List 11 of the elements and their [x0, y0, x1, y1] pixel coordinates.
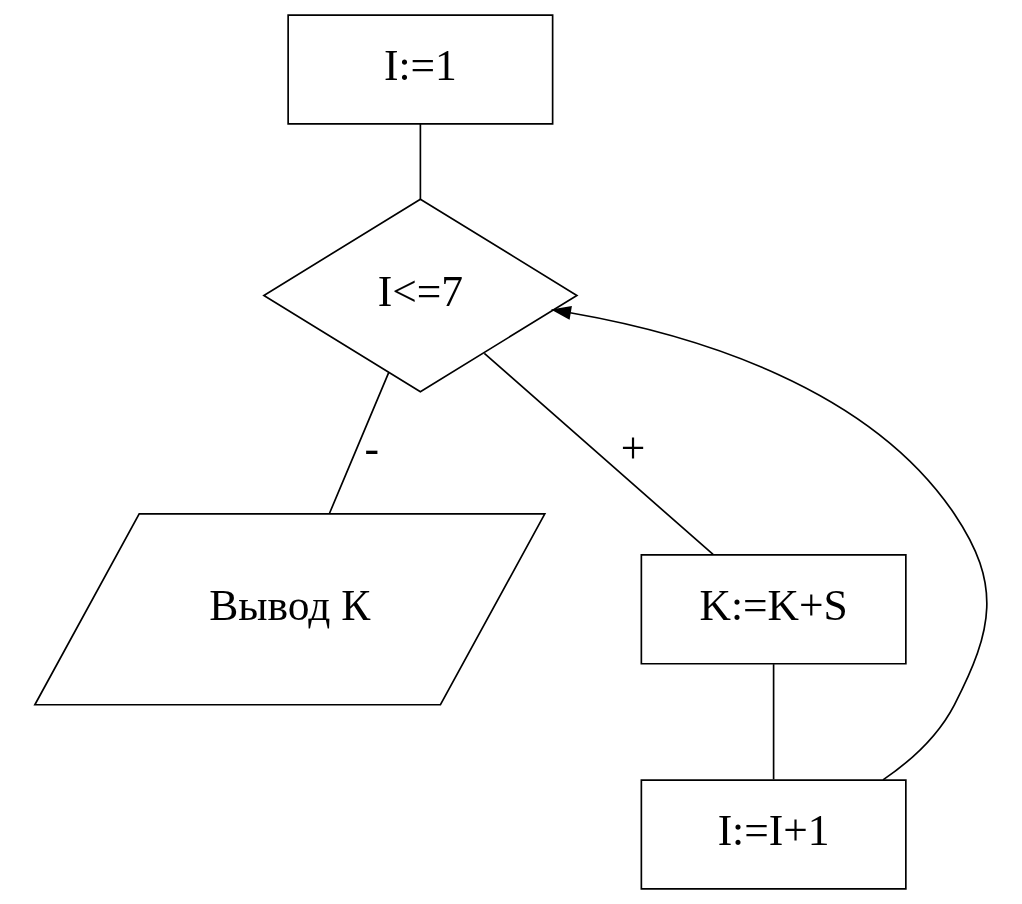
node-box: I:=I+1	[640, 779, 907, 890]
node-box: K:=K+S	[640, 554, 907, 665]
edge-label: -	[364, 424, 380, 473]
connector	[328, 371, 390, 515]
node-diamond: I<=7	[262, 198, 579, 393]
connector	[772, 663, 775, 781]
edge-label: +	[620, 424, 646, 473]
connector	[419, 123, 422, 200]
connector	[483, 352, 714, 556]
arrow	[550, 305, 988, 781]
node-box: I:=1	[287, 14, 554, 125]
